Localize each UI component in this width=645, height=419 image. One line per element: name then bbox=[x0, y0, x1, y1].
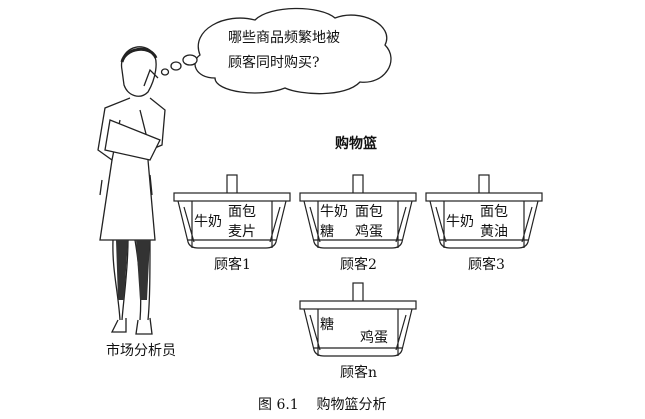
item: 糖 bbox=[320, 317, 334, 333]
figure-caption: 图 6.1 购物篮分析 bbox=[258, 397, 387, 413]
analyst-label: 市场分析员 bbox=[106, 343, 176, 359]
customer-label: 顾客1 bbox=[214, 257, 251, 273]
item: 面包 bbox=[228, 204, 256, 220]
thought-line-2: 顾客同时购买? bbox=[228, 55, 320, 71]
customer-label: 顾客n bbox=[340, 365, 378, 381]
item: 牛奶 bbox=[194, 214, 222, 230]
basket-customer-n: 糖 鸡蛋 顾客n bbox=[298, 280, 418, 381]
item: 麦片 bbox=[228, 224, 256, 240]
customer-label: 顾客3 bbox=[468, 257, 505, 273]
figure-number: 图 6.1 bbox=[258, 397, 299, 413]
item: 黄油 bbox=[480, 224, 508, 240]
item: 面包 bbox=[355, 204, 383, 220]
figure-caption-text: 购物篮分析 bbox=[316, 397, 387, 413]
basket-icon bbox=[299, 174, 417, 249]
basket-customer-1: 牛奶 面包 麦片 顾客1 bbox=[172, 172, 292, 273]
diagram-title: 购物篮 bbox=[335, 136, 377, 152]
basket-customer-3: 牛奶 面包 黄油 顾客3 bbox=[424, 172, 544, 273]
item: 糖 bbox=[320, 224, 334, 240]
analyst-drawing bbox=[97, 46, 166, 335]
basket-customer-2: 牛奶 面包 糖 鸡蛋 顾客2 bbox=[298, 172, 418, 273]
basket-icon bbox=[173, 174, 291, 249]
item: 牛奶 bbox=[320, 204, 348, 220]
item: 面包 bbox=[480, 204, 508, 220]
item: 鸡蛋 bbox=[355, 224, 383, 240]
basket-icon bbox=[425, 174, 543, 249]
item: 鸡蛋 bbox=[360, 330, 388, 346]
thought-line-1: 哪些商品频繁地被 bbox=[228, 30, 340, 46]
thought-bubble bbox=[160, 7, 392, 95]
item: 牛奶 bbox=[446, 214, 474, 230]
customer-label: 顾客2 bbox=[340, 257, 377, 273]
basket-icon bbox=[299, 282, 417, 357]
